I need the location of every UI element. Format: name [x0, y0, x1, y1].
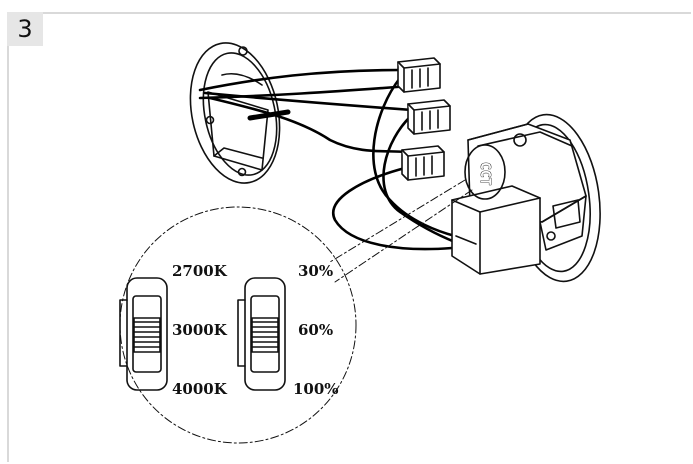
- power-option-30: 30%: [298, 262, 333, 280]
- terminal-block-2: [407, 99, 451, 135]
- power-slide-switch: [237, 277, 286, 391]
- terminal-block-1: [397, 57, 441, 93]
- cct-option-2700k: 2700K: [172, 262, 228, 280]
- cct-option-4000k: 4000K: [172, 380, 228, 398]
- power-option-60: 60%: [298, 321, 333, 339]
- power-option-100: 100%: [293, 380, 339, 398]
- wiring: [198, 68, 457, 251]
- cct-switch-location: CCT: [464, 144, 506, 200]
- step-number-badge: 3: [7, 12, 43, 46]
- mounting-ring: [189, 42, 281, 184]
- cct-slide-switch: [119, 277, 168, 391]
- callout-leader: [329, 179, 473, 283]
- figure-frame: [7, 12, 691, 462]
- cct-option-3000k: 3000K: [172, 321, 228, 339]
- led-driver-box: [451, 185, 541, 275]
- terminal-block-3: [401, 145, 445, 181]
- device-marking: CCT: [477, 162, 492, 186]
- switch-callout: 2700K 3000K 4000K 30% 60% 100%: [119, 206, 357, 444]
